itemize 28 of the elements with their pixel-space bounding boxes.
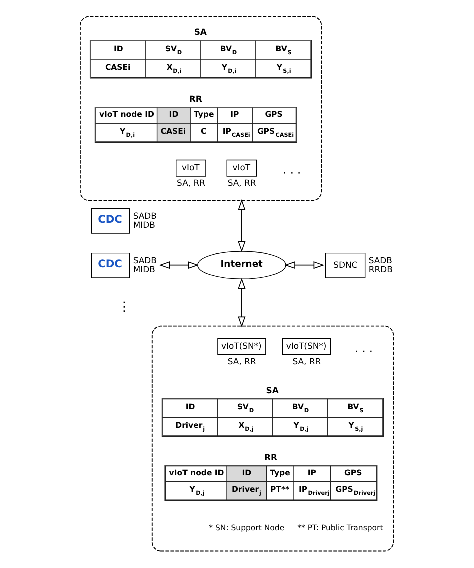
node-label: SA: [266, 385, 279, 396]
arrow: [238, 278, 246, 328]
node-box: vIoT: [226, 160, 258, 177]
node-box: SDNC: [326, 252, 366, 278]
node-label: SA, RR: [177, 178, 206, 188]
arrow: [238, 200, 246, 252]
node-box: CDC: [91, 252, 130, 278]
node-label: SA, RR: [228, 356, 256, 366]
node-label: SADB RRDB: [368, 255, 393, 274]
cluster: [152, 326, 394, 552]
cluster: [80, 16, 322, 202]
node-label: RR: [264, 452, 278, 462]
node-ellipse: Internet: [198, 251, 286, 280]
node-label: SADB MIDB: [133, 255, 157, 274]
node-box: vIoT(SN*): [282, 338, 332, 356]
node-box: CDC: [91, 208, 130, 234]
node-label: SADB MIDB: [133, 210, 157, 230]
label: ⋮: [118, 299, 131, 314]
label: · · ·: [355, 345, 374, 358]
arrow: [284, 262, 325, 270]
node-label: SA, RR: [292, 356, 322, 366]
node-label: RR: [189, 94, 202, 104]
node-label: SA, RR: [228, 178, 256, 188]
arrow: [159, 262, 200, 270]
node-label: SA: [194, 27, 207, 38]
node-box: vIoT: [176, 160, 206, 177]
node-box: vIoT(SN*): [218, 338, 266, 356]
label: · · ·: [283, 167, 302, 180]
